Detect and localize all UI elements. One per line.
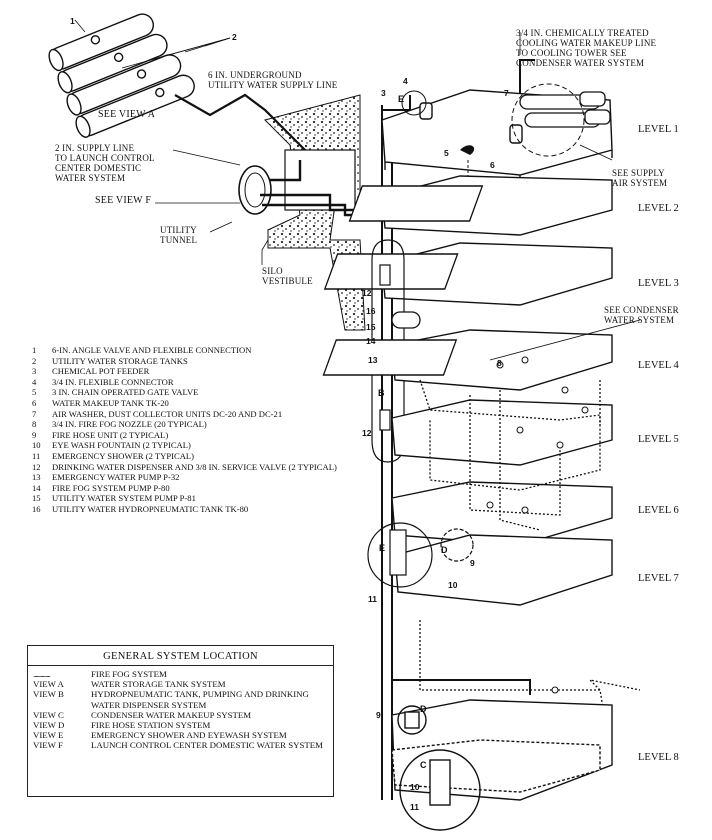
callout-chem-makeup: 3/4 IN. CHEMICALLY TREATED COOLING WATER… <box>516 28 657 68</box>
levels-4-6 <box>322 329 613 606</box>
view-e-letter-8: C <box>420 760 427 770</box>
item-3-marker: 3 <box>381 88 386 98</box>
misc-leaders <box>489 32 641 361</box>
callout-see-supply-air: SEE SUPPLY AIR SYSTEM <box>612 168 668 188</box>
level-1-label: LEVEL 1 <box>638 124 679 135</box>
item-9-marker-8: 9 <box>376 710 381 720</box>
item-10-marker-7: 10 <box>448 580 458 590</box>
view-d-letter-7: D <box>441 545 448 555</box>
gsl-title: GENERAL SYSTEM LOCATION <box>28 646 333 666</box>
level-1-floor <box>381 89 613 183</box>
item-11-marker-8: 11 <box>410 802 419 812</box>
level-6-label: LEVEL 6 <box>638 505 679 516</box>
item-8-marker: 8 <box>497 358 502 368</box>
view-c-letter: E <box>398 94 405 104</box>
callout-see-condenser: SEE CONDENSER WATER SYSTEM <box>604 305 679 325</box>
level-7-views <box>367 522 474 588</box>
level-8-floor <box>391 699 613 831</box>
callout-supply-lcc: 2 IN. SUPPLY LINE TO LAUNCH CONTROL CENT… <box>55 143 155 183</box>
view-b-letter: B <box>378 388 385 398</box>
level-8-label: LEVEL 8 <box>638 752 679 763</box>
item-9-marker-7: 9 <box>470 558 475 568</box>
level-floors-2-3 <box>323 175 613 306</box>
item-5-marker: 5 <box>444 148 449 158</box>
callout-see-view-f: SEE VIEW F <box>95 195 152 206</box>
item-2-marker: 2 <box>232 32 237 42</box>
callout-silo-vestibule: SILO VESTIBULE <box>262 266 313 286</box>
item-16-marker: 16 <box>366 306 376 316</box>
air-washers <box>519 91 611 128</box>
level-2-label: LEVEL 2 <box>638 203 679 214</box>
view-c-circle <box>511 83 585 157</box>
view-c-marker <box>401 90 427 116</box>
item-14-marker: 14 <box>366 336 376 346</box>
gsl-row: ..............FIRE FOG SYSTEM <box>33 669 167 679</box>
item-1-marker: 1 <box>70 16 75 26</box>
item-6-marker: 6 <box>490 160 495 170</box>
view-d-letter-8: D <box>420 704 427 714</box>
item-4-marker: 4 <box>403 76 408 86</box>
level-3-label: LEVEL 3 <box>638 278 679 289</box>
general-system-location-table: GENERAL SYSTEM LOCATION ..............FI… <box>27 645 334 797</box>
level-5-label: LEVEL 5 <box>638 434 679 445</box>
item-12-marker-b: 12 <box>362 428 372 438</box>
gate-valve-icon <box>460 145 475 155</box>
level-4-label: LEVEL 4 <box>638 360 679 371</box>
storage-tanks <box>48 13 195 138</box>
item-15-marker: 15 <box>366 322 376 332</box>
callout-utility-tunnel: UTILITY TUNNEL <box>160 225 198 245</box>
view-e-letter-7: E <box>379 543 386 553</box>
item-7-marker: 7 <box>504 88 509 98</box>
callout-see-view-a: SEE VIEW A <box>98 109 156 120</box>
fire-fog-nozzles <box>486 356 589 729</box>
callout-underground-supply: 6 IN. UNDERGROUND UTILITY WATER SUPPLY L… <box>208 70 338 90</box>
item-12-marker-a: 12 <box>362 288 372 298</box>
item-11-marker-7: 11 <box>368 594 377 604</box>
item-13-marker: 13 <box>368 355 378 365</box>
level-7-label: LEVEL 7 <box>638 573 679 584</box>
item-10-marker: 10 <box>410 782 420 792</box>
